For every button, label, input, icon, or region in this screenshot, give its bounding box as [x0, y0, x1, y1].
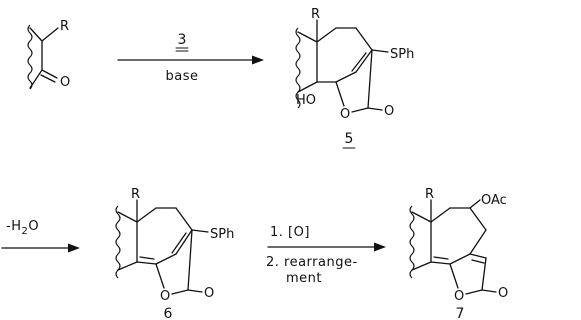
reagent-water-sub: 2: [21, 226, 28, 237]
bond-start-carbonyl-1: [41, 69, 58, 79]
bond-7-n: [481, 289, 497, 293]
bond-7-i: [411, 261, 432, 271]
bond-6-d: [175, 207, 193, 231]
wavy-bond-6: [115, 205, 121, 279]
bond-7-h2: [433, 256, 449, 260]
c5-o-ring-label: O: [340, 107, 350, 122]
wavy-bond-start: [27, 24, 33, 90]
bond-6-n: [187, 289, 203, 293]
c7-o-carbonyl-label: O: [498, 286, 508, 301]
reagent-minus-h: -H: [6, 219, 21, 234]
bond-start-bottom: [29, 69, 43, 89]
bond-7-d: [469, 207, 487, 231]
starting-ketone: R O: [27, 19, 70, 90]
bond-6-i: [117, 261, 138, 271]
compound-5: R HO SPh O O 5: [295, 7, 414, 149]
compound-6: R SPh O O 6: [115, 187, 234, 320]
compound-7: R OAc O O 7: [409, 187, 508, 320]
bond-5-e2: [351, 52, 367, 72]
start-o-label: O: [60, 75, 70, 90]
c5-o-carbonyl-label: O: [384, 104, 394, 119]
compound-5-number: 5: [345, 131, 354, 147]
wavy-bond-5: [295, 27, 301, 109]
c5-r-label: R: [311, 7, 320, 22]
bond-6-m: [191, 229, 209, 233]
bond-7-j: [449, 263, 459, 289]
bond-5-d: [355, 27, 373, 51]
step3-oxidation-label: 1. [O]: [270, 225, 310, 240]
c7-r-label: R: [425, 187, 434, 202]
bond-5-i: [297, 81, 318, 93]
bond-7-l: [481, 257, 487, 291]
bond-5-j: [335, 81, 345, 107]
bond-7-e: [469, 229, 487, 255]
step3-rearrangement-label: 2. rearrange-: [266, 255, 358, 270]
bond-5-m: [371, 49, 389, 53]
bond-5-e: [355, 49, 373, 73]
bond-7-l3: [471, 259, 485, 264]
c5-ho-label: HO: [296, 93, 316, 108]
bond-6-a: [117, 211, 138, 223]
wavy-bond-7: [409, 205, 415, 279]
compound-7-number: 7: [456, 306, 465, 320]
reagent-3-label: 3: [178, 32, 187, 48]
bond-5-b: [316, 27, 337, 43]
bond-7-k: [465, 289, 483, 295]
bond-7-l2: [469, 253, 487, 259]
bond-5-l: [367, 49, 373, 109]
bond-5-f: [335, 71, 357, 83]
arrow-step-1: 3 base: [117, 32, 264, 84]
bond-6-e: [175, 229, 193, 255]
c5-sph-label: SPh: [390, 47, 414, 62]
compound-6-number: 6: [164, 306, 173, 320]
bond-6-b: [136, 207, 157, 223]
bond-6-l: [187, 229, 193, 291]
bond-5-n: [367, 107, 383, 111]
arrow-step-2: -H2O: [1, 219, 80, 253]
c7-o-ring-label: O: [454, 289, 464, 304]
bond-6-e2: [171, 232, 187, 254]
bond-5-a: [297, 31, 318, 43]
c6-o-carbonyl-label: O: [204, 286, 214, 301]
arrow-step-3: 1. [O] 2. rearrange- ment: [266, 225, 386, 286]
bond-start-r: [41, 27, 59, 42]
c6-r-label: R: [131, 187, 140, 202]
reagent-minus-water: -H2O: [6, 219, 39, 237]
step3-rearrangement-cont: ment: [286, 271, 322, 286]
bond-start-carbonyl-2: [40, 74, 56, 83]
bond-7-f: [449, 253, 471, 265]
bond-6-j: [155, 263, 165, 289]
bond-7-a: [411, 211, 432, 223]
bond-6-h2: [139, 256, 155, 260]
bond-6-f: [155, 253, 177, 265]
c7-oac-label: OAc: [481, 193, 507, 208]
bond-7-h: [430, 261, 451, 265]
reagent-water-o: O: [28, 219, 39, 234]
bond-7-b: [430, 207, 451, 223]
bond-start-top: [29, 27, 43, 42]
arrow-1-head: [252, 55, 264, 65]
bond-6-k: [171, 289, 189, 295]
bond-5-k: [351, 107, 369, 113]
arrow-3-head: [374, 242, 386, 252]
c6-sph-label: SPh: [210, 227, 234, 242]
reagent-base-label: base: [166, 69, 199, 84]
start-r-label: R: [60, 19, 69, 34]
bond-7-oac: [469, 199, 481, 209]
c6-o-ring-label: O: [160, 289, 170, 304]
arrow-2-head: [68, 243, 80, 253]
bond-6-h: [136, 261, 157, 265]
